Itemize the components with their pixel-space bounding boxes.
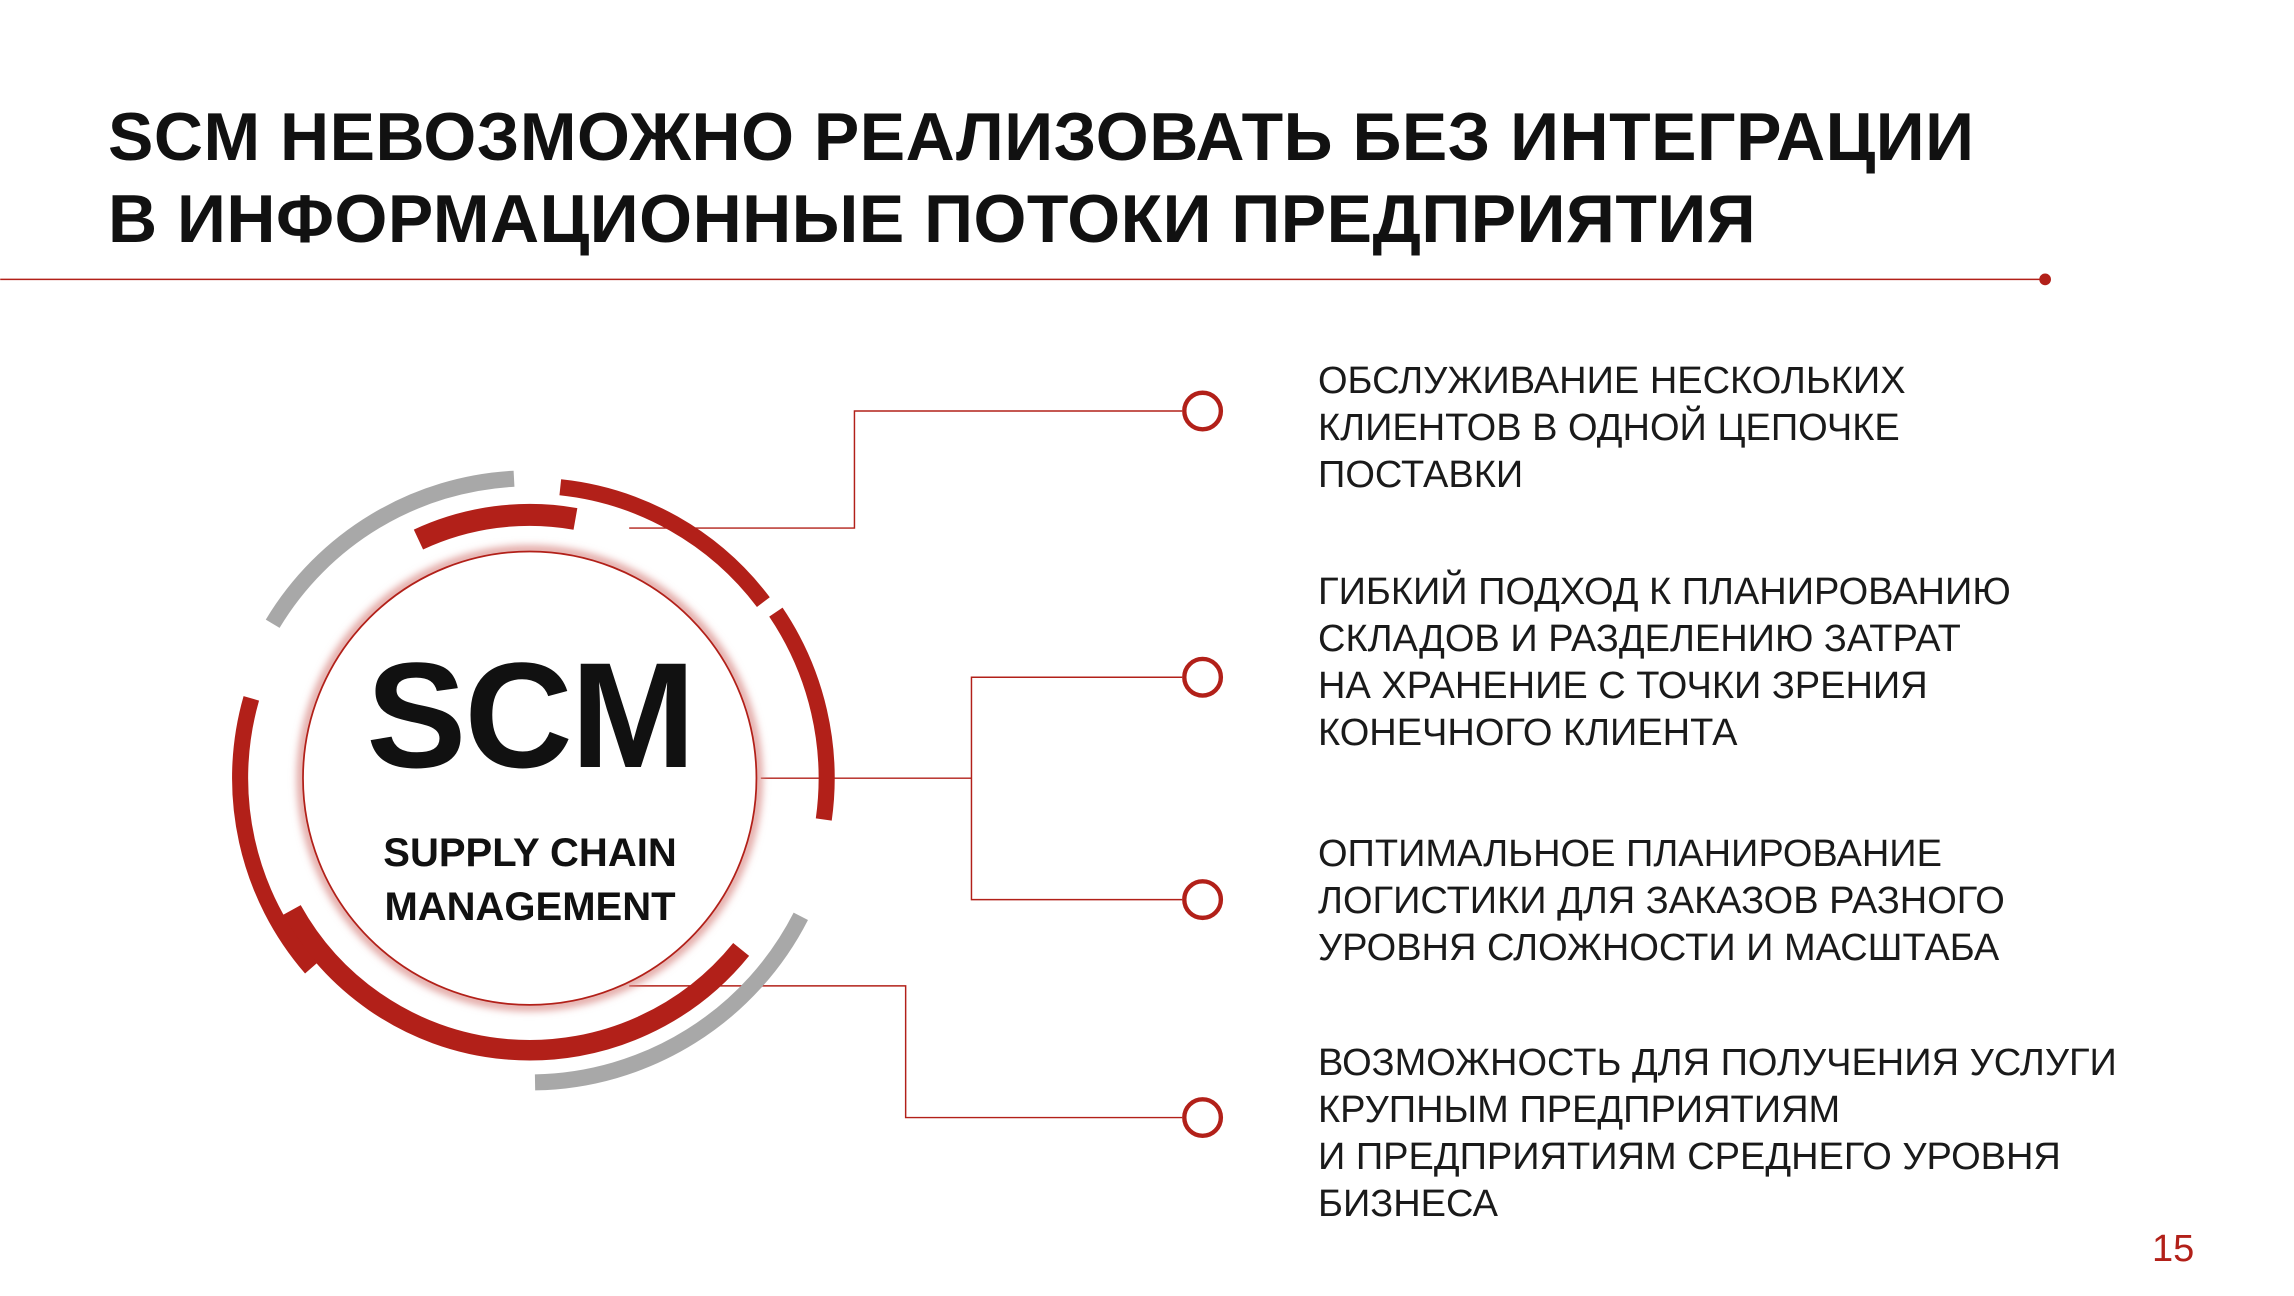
emblem-abbr: SCM (366, 631, 695, 799)
item-line: ЛОГИСТИКИ ДЛЯ ЗАКАЗОВ РАЗНОГО (1318, 880, 2005, 922)
item-line: КОНЕЧНОГО КЛИЕНТА (1318, 712, 1738, 754)
ring-arc (265, 470, 515, 628)
item-line: БИЗНЕСА (1318, 1183, 1498, 1225)
emblem-subtitle-line: SUPPLY CHAIN (383, 831, 677, 875)
title-line: В ИНФОРМАЦИОННЫЕ ПОТОКИ ПРЕДПРИЯТИЯ (108, 181, 1757, 257)
connector-4 (629, 985, 1183, 1119)
connector-1 (629, 410, 1183, 529)
item-line: КРУПНЫМ ПРЕДПРИЯТИЯМ (1318, 1089, 1841, 1131)
ring-arc (282, 905, 750, 1061)
emblem-glow (297, 546, 762, 1011)
page-number: 15 (2152, 1228, 2195, 1270)
item-line: КЛИЕНТОВ В ОДНОЙ ЦЕПОЧКЕ (1318, 407, 1900, 449)
ring-arc (413, 503, 578, 550)
list-item: ОПТИМАЛЬНОЕ ПЛАНИРОВАНИЕ ЛОГИСТИКИ ДЛЯ З… (1318, 831, 2005, 972)
emblem-subtitle: SUPPLY CHAIN MANAGEMENT (330, 826, 730, 934)
ring-arc (534, 912, 808, 1091)
connector-2-3 (970, 676, 1183, 901)
list-item: ОБСЛУЖИВАНИЕ НЕСКОЛЬКИХ КЛИЕНТОВ В ОДНОЙ… (1318, 358, 1906, 499)
list-item: ГИБКИЙ ПОДХОД К ПЛАНИРОВАНИЮ СКЛАДОВ И Р… (1318, 569, 2011, 757)
emblem-subtitle-line: MANAGEMENT (384, 885, 676, 929)
emblem-rings (232, 470, 835, 1091)
bullet-circle-icon (1182, 390, 1224, 432)
title-line: SCM НЕВОЗМОЖНО РЕАЛИЗОВАТЬ БЕЗ ИНТЕГРАЦИ… (108, 99, 1975, 175)
ring-arc (769, 607, 835, 821)
bullet-circle-icon (1182, 656, 1224, 698)
bullet-circle-icon (1182, 1097, 1224, 1139)
divider-dot (2039, 273, 2051, 286)
item-line: ГИБКИЙ ПОДХОД К ПЛАНИРОВАНИЮ (1318, 571, 2011, 613)
item-line: ОПТИМАЛЬНОЕ ПЛАНИРОВАНИЕ (1318, 833, 1942, 875)
emblem-circle (302, 550, 758, 1006)
ring-arc (232, 696, 318, 974)
list-item: ВОЗМОЖНОСТЬ ДЛЯ ПОЛУЧЕНИЯ УСЛУГИ КРУПНЫМ… (1318, 1040, 2117, 1228)
item-line: ВОЗМОЖНОСТЬ ДЛЯ ПОЛУЧЕНИЯ УСЛУГИ (1318, 1042, 2117, 1084)
item-line: И ПРЕДПРИЯТИЯМ СРЕДНЕГО УРОВНЯ (1318, 1136, 2061, 1178)
bullet-circle-icon (1182, 879, 1224, 921)
item-line: ПОСТАВКИ (1318, 454, 1524, 496)
item-line: ОБСЛУЖИВАНИЕ НЕСКОЛЬКИХ (1318, 360, 1906, 402)
item-line: УРОВНЯ СЛОЖНОСТИ И МАСШТАБА (1318, 927, 2000, 969)
item-line: НА ХРАНЕНИЕ С ТОЧКИ ЗРЕНИЯ (1318, 665, 1928, 707)
ring-arc (559, 479, 770, 607)
item-line: СКЛАДОВ И РАЗДЕЛЕНИЮ ЗАТРАТ (1318, 618, 1961, 660)
page-title: SCM НЕВОЗМОЖНО РЕАЛИЗОВАТЬ БЕЗ ИНТЕГРАЦИ… (108, 96, 1975, 260)
